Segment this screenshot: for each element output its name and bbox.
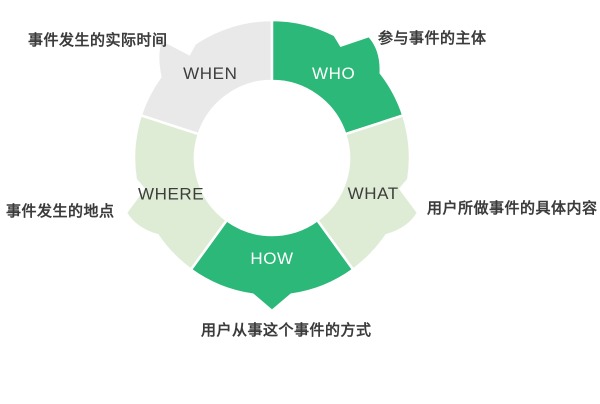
annotation-where: 事件发生的地点 (6, 203, 115, 220)
annotation-how: 用户从事这个事件的方式 (201, 322, 372, 339)
segment-label-who: WHO (312, 64, 355, 83)
annotation-when: 事件发生的实际时间 (28, 32, 168, 49)
segment-who (270, 18, 405, 136)
annotation-what: 用户所做事件的具体内容 (427, 200, 598, 217)
annotation-who: 参与事件的主体 (378, 30, 487, 47)
segment-label-how: HOW (250, 249, 293, 268)
segment-label-where: WHERE (138, 185, 204, 204)
segment-label-what: WHAT (348, 184, 399, 203)
segment-what (315, 113, 420, 272)
segment-when (139, 18, 274, 136)
segment-where (124, 113, 229, 272)
segment-label-when: WHEN (183, 64, 237, 83)
